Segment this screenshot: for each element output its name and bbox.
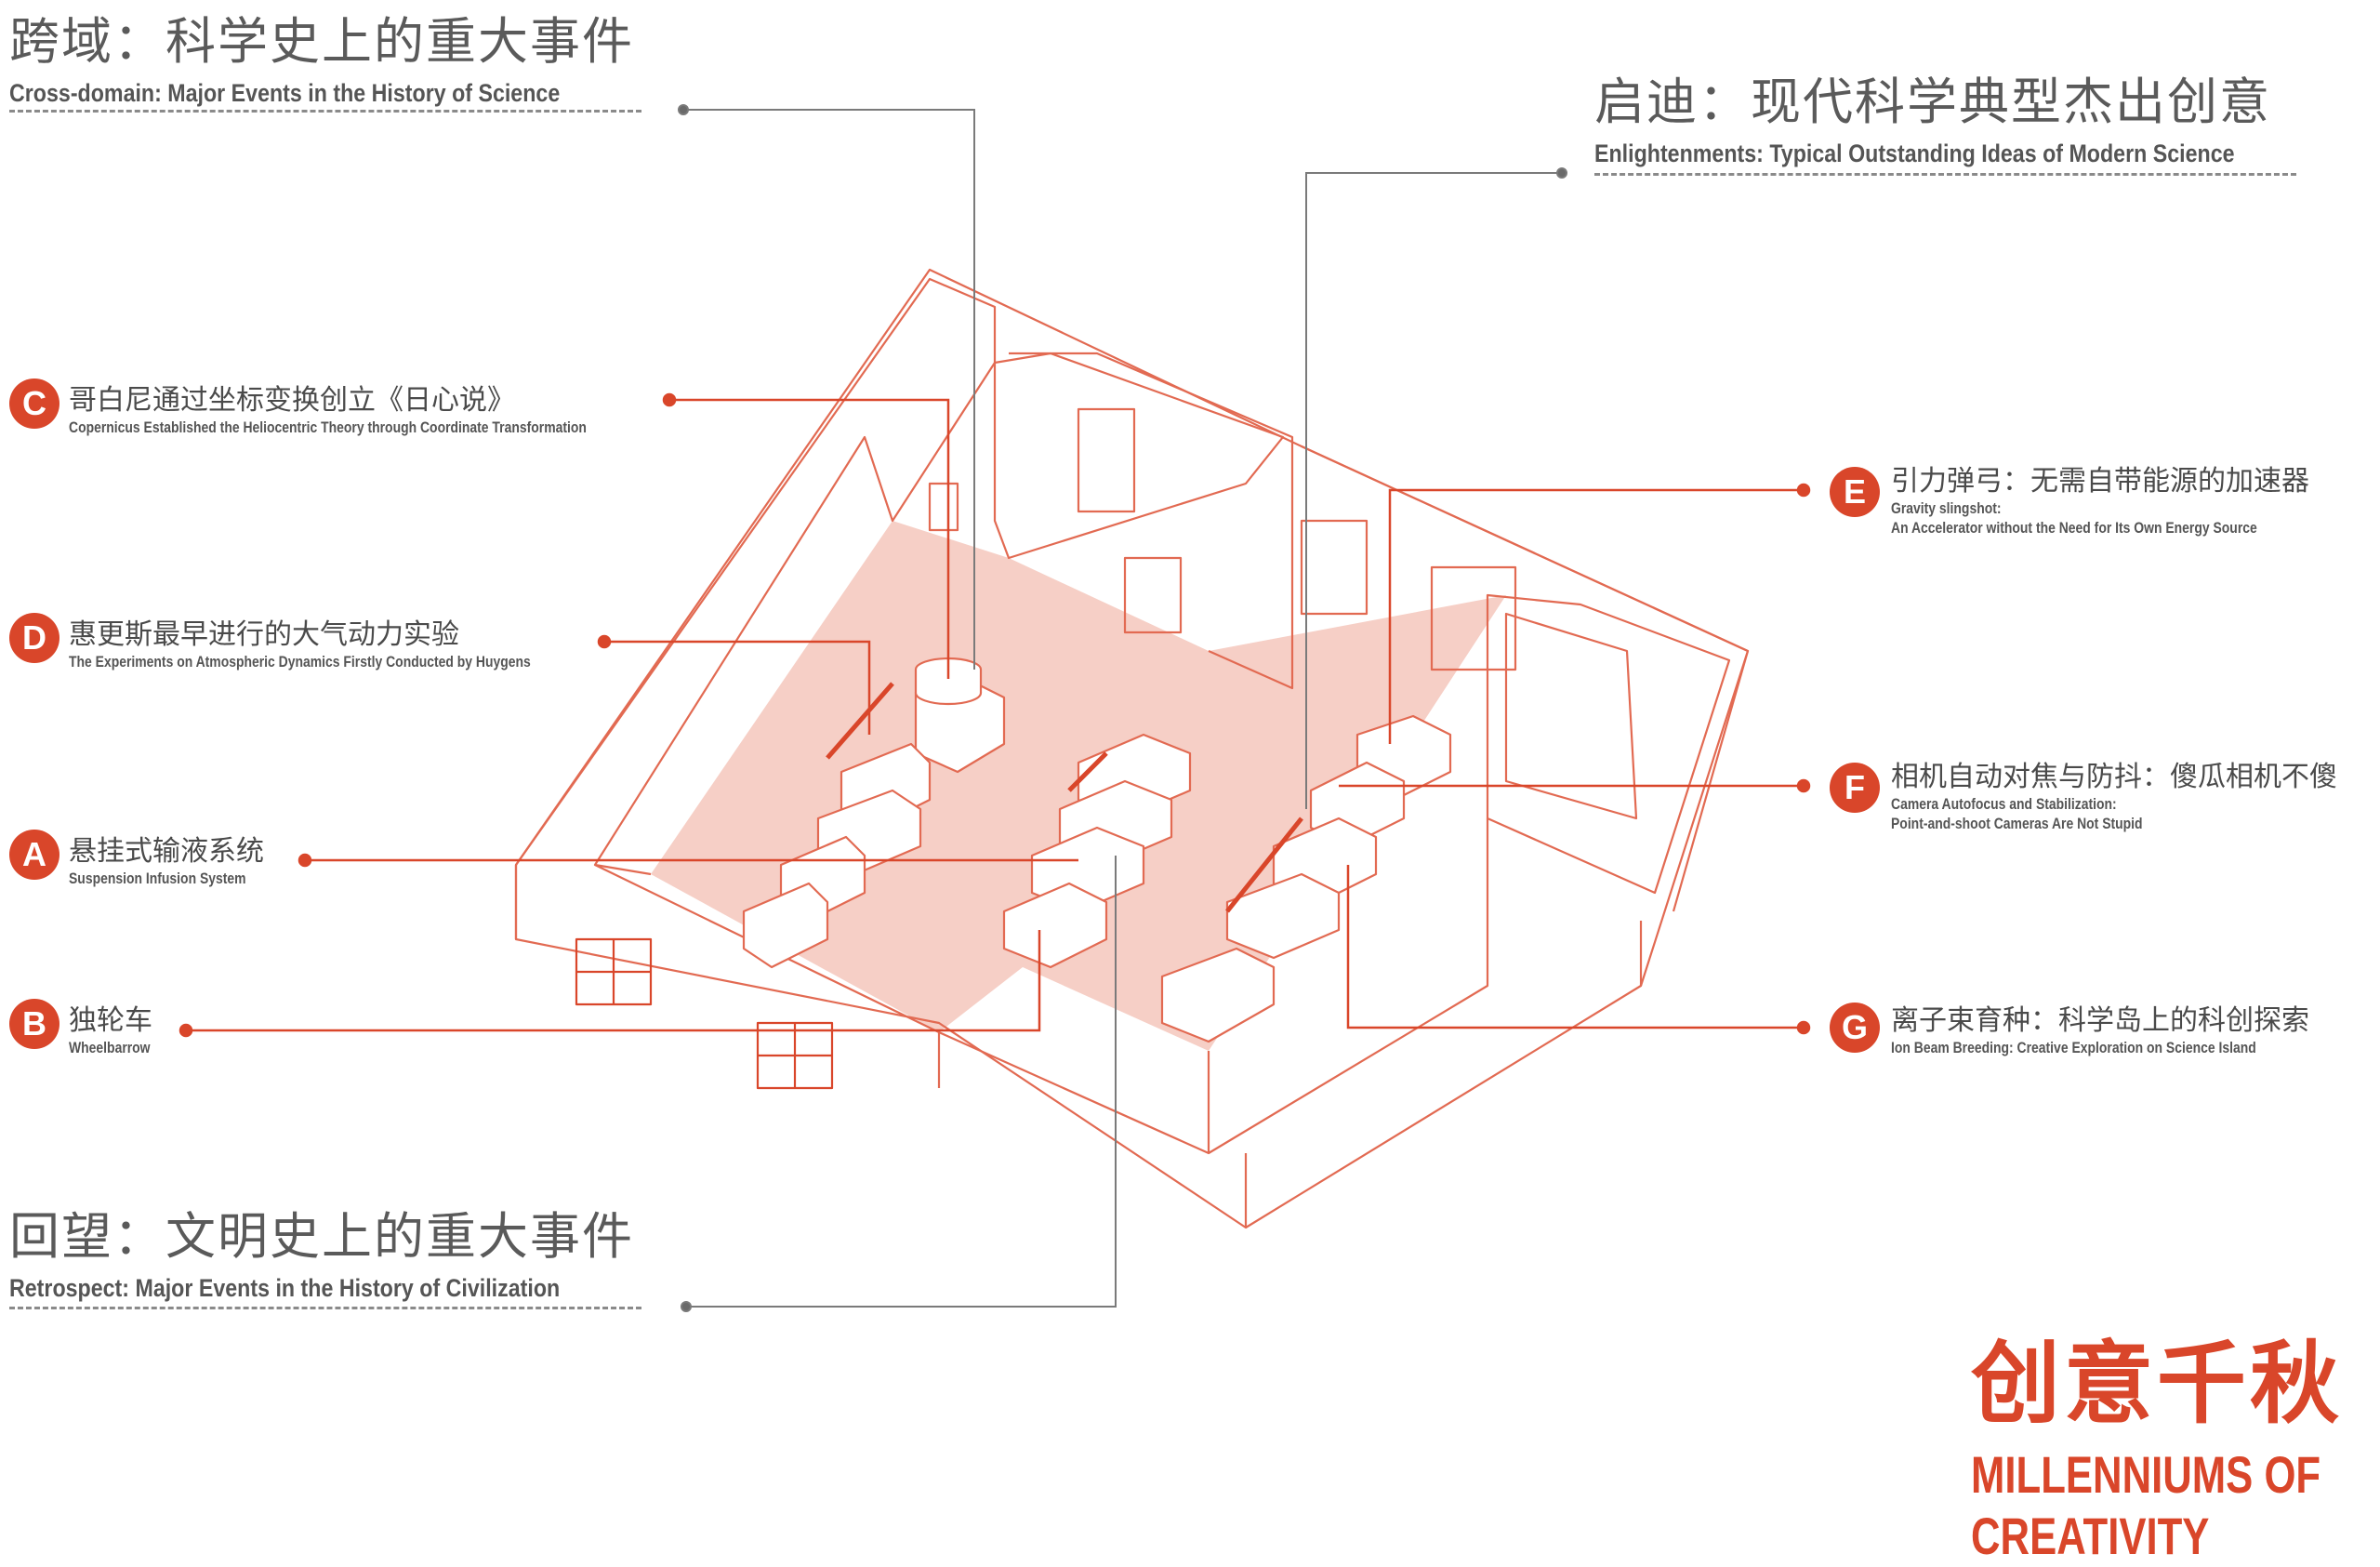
- section-title-en: Cross-domain: Major Events in the Histor…: [9, 79, 561, 107]
- badge-F: F: [1830, 763, 1880, 813]
- brand-title-en-1: MILLENNIUMS OF: [1971, 1445, 2321, 1504]
- item-title-en: Wheelbarrow: [69, 1039, 151, 1056]
- item-title-en-1: Camera Autofocus and Stabilization:: [1891, 795, 2117, 813]
- exhibit-stand: [1225, 872, 1341, 960]
- badge-D: D: [9, 613, 60, 663]
- leader-B: [186, 930, 1041, 1032]
- divider: [9, 110, 641, 113]
- item-title-cn: 相机自动对焦与防抖：傻瓜相机不傻: [1891, 761, 2337, 793]
- item-title-cn: 引力弹弓：无需自带能源的加速器: [1891, 465, 2309, 498]
- divider: [9, 1307, 641, 1309]
- item-title-en: Ion Beam Breeding: Creative Exploration …: [1891, 1039, 2256, 1056]
- section-title-cn: 启迪：现代科学典型杰出创意: [1594, 73, 2271, 131]
- section-title-cn: 回望：文明史上的重大事件: [9, 1207, 634, 1266]
- exhibit-stand: [1002, 882, 1108, 969]
- leader-cross-domain: [683, 109, 975, 670]
- leader-G: [1346, 865, 1804, 1029]
- item-title-en: Suspension Infusion System: [69, 870, 246, 887]
- section-cross-domain: 跨域：科学史上的重大事件 Cross-domain: Major Events …: [9, 0, 650, 108]
- section-title-en: Retrospect: Major Events in the History …: [9, 1274, 561, 1302]
- item-title-en-1: Gravity slingshot:: [1891, 499, 2002, 517]
- brand-block: 创意千秋 MILLENNIUMS OF CREATIVITY: [1971, 1311, 2380, 1567]
- divider: [1594, 173, 2296, 176]
- section-enlightenment: 启迪：现代科学典型杰出创意 Enlightenments: Typical Ou…: [1594, 60, 2339, 168]
- section-title-cn: 跨域：科学史上的重大事件: [9, 12, 634, 71]
- item-title-cn: 离子束育种：科学岛上的科创探索: [1891, 1004, 2309, 1037]
- badge-C: C: [9, 378, 60, 429]
- leader-C: [669, 398, 950, 679]
- brand-title-cn: 创意千秋: [1971, 1332, 2343, 1436]
- item-title-en-2: Point-and-shoot Cameras Are Not Stupid: [1891, 815, 2143, 832]
- item-title-cn: 哥白尼通过坐标变换创立《日心说》: [69, 384, 515, 417]
- exhibit-stand: [742, 882, 829, 969]
- brand-title-en-2: CREATIVITY: [1971, 1507, 2210, 1565]
- item-title-en-2: An Accelerator without the Need for Its …: [1891, 519, 2257, 537]
- item-title-cn: 悬挂式输液系统: [69, 835, 264, 868]
- section-title-en: Enlightenments: Typical Outstanding Idea…: [1594, 139, 2235, 167]
- leader-E: [1388, 488, 1804, 744]
- item-title-en: The Experiments on Atmospheric Dynamics …: [69, 653, 531, 671]
- badge-G: G: [1830, 1003, 1880, 1053]
- badge-B: B: [9, 999, 60, 1049]
- exhibit-stand: [1160, 947, 1276, 1043]
- item-title-cn: 惠更斯最早进行的大气动力实验: [69, 618, 459, 651]
- item-title-en: Copernicus Established the Heliocentric …: [69, 418, 587, 436]
- leader-retrospect: [686, 856, 1117, 1308]
- section-retrospect: 回望：文明史上的重大事件 Retrospect: Major Events in…: [9, 1195, 650, 1303]
- badge-A: A: [9, 830, 60, 880]
- badge-E: E: [1830, 467, 1880, 517]
- item-title-cn: 独轮车: [69, 1004, 152, 1037]
- leader-D: [604, 640, 871, 735]
- leader-enlightenment: [1305, 172, 1562, 809]
